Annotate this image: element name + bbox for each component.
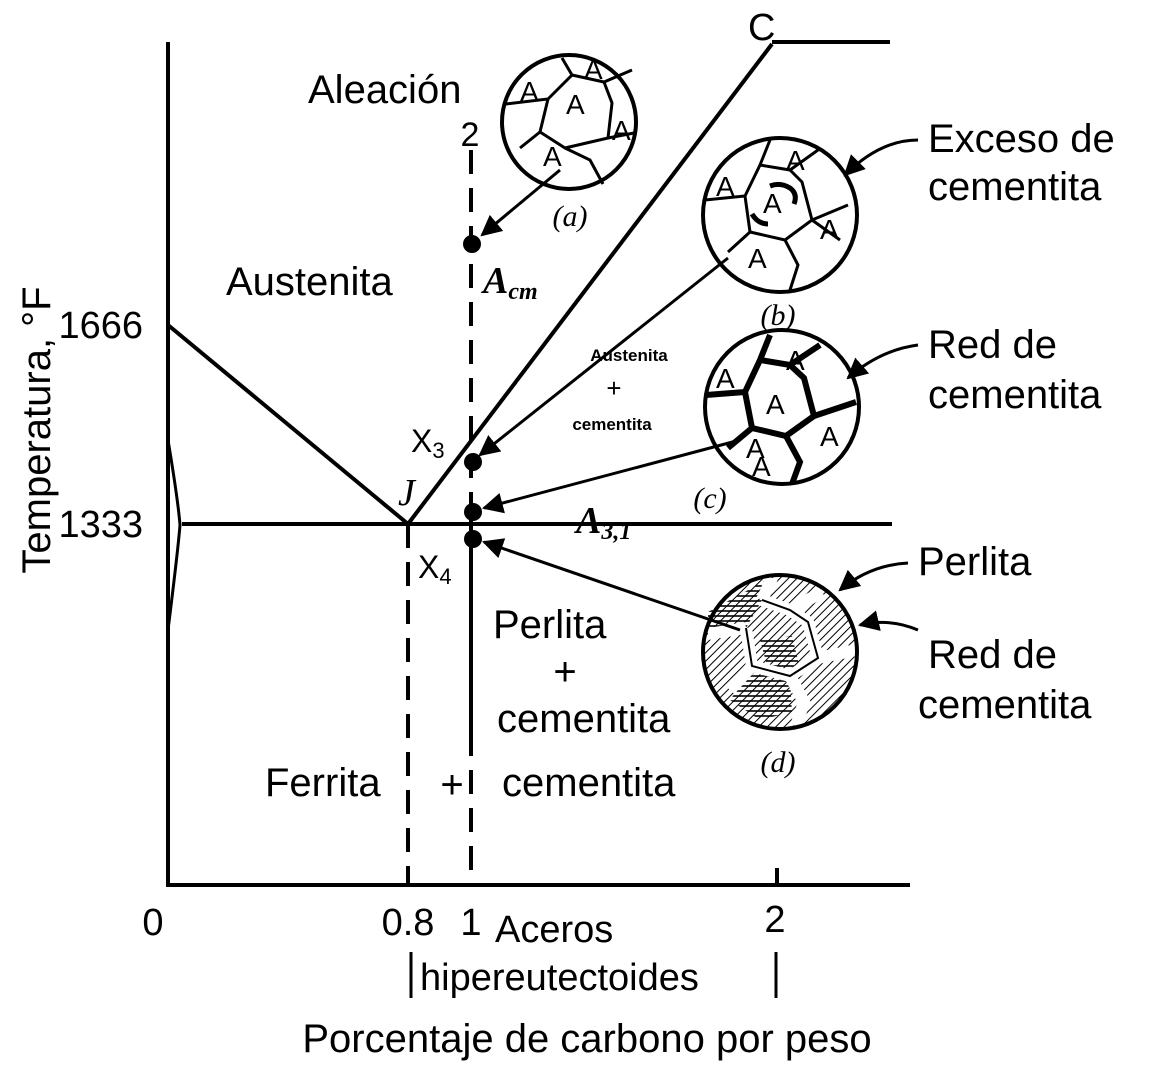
region-ferrita: Ferrita <box>265 761 381 805</box>
grain-a-3: A <box>566 89 585 120</box>
x-tick-label-1: 1 <box>460 902 481 944</box>
label-a31: A3,1 <box>574 500 631 545</box>
micrograph-a: A A A A A (a) <box>480 53 638 237</box>
hyper-note-line1: Aceros <box>495 909 613 951</box>
x-axis-title: Porcentaje de carbono por peso <box>302 1017 871 1061</box>
label-x3: X3 <box>411 423 445 463</box>
acm-line <box>406 42 774 526</box>
caption-d: (d) <box>761 746 796 779</box>
grain-b-2: A <box>786 145 805 176</box>
callout-red-c-2: cementita <box>928 373 1102 417</box>
y-axis-title: Temperatura, °F <box>15 286 59 573</box>
micrograph-d: (d) <box>482 538 859 779</box>
label-acm: Acm <box>481 260 538 305</box>
grain-c-2: A <box>786 345 805 376</box>
callout-exceso-arrow <box>843 138 919 177</box>
label-j: J <box>398 472 417 514</box>
caption-b: (b) <box>761 299 796 332</box>
caption-a: (a) <box>553 200 588 233</box>
callout-exceso-1: Exceso de <box>928 117 1115 161</box>
micrograph-c: A A A A A A (c) <box>481 328 861 515</box>
x-tick-label-0.8: 0.8 <box>382 902 435 944</box>
grain-b-4: A <box>820 214 839 245</box>
region-aust-cem-1: Austenita <box>590 346 668 365</box>
callout-red-c-arrow <box>846 343 919 380</box>
region-plus-1: + <box>553 650 576 694</box>
y-tick-label-1666: 1666 <box>58 305 143 347</box>
grain-a-4: A <box>612 115 631 146</box>
point-c <box>464 503 482 521</box>
grain-b-3: A <box>763 188 782 219</box>
grain-c-4: A <box>820 421 839 452</box>
region-austenita: Austenita <box>226 260 394 304</box>
point-a <box>463 235 481 253</box>
micrograph-b: A A A A A (b) <box>478 136 859 457</box>
alloy-number: 2 <box>461 116 480 154</box>
region-aust-cem-plus: + <box>606 373 621 403</box>
arrow-d <box>482 538 741 632</box>
hyper-note-line2: hipereutectoides <box>420 957 699 999</box>
arrow-a <box>480 168 561 237</box>
grain-c-1: A <box>716 363 735 394</box>
callout-perlita: Perlita <box>918 540 1032 584</box>
x-tick-label-0: 0 <box>142 902 163 944</box>
y-tick-label-1333: 1333 <box>58 504 143 546</box>
callout-red-d-arrow <box>857 610 919 632</box>
grain-b-1: A <box>716 171 735 202</box>
region-aust-cem-2: cementita <box>572 415 652 434</box>
callout-red-c-1: Red de <box>928 323 1057 367</box>
grain-c-6: A <box>752 451 771 482</box>
region-plus-2: + <box>440 763 463 807</box>
callout-perlita-arrow <box>838 561 909 592</box>
region-perlita: Perlita <box>493 603 607 647</box>
callout-exceso-2: cementita <box>928 165 1102 209</box>
label-x4: X4 <box>418 549 452 589</box>
a3-line <box>166 323 410 526</box>
point-x4 <box>464 530 482 548</box>
region-cementita-2: cementita <box>502 761 676 805</box>
region-cementita-1: cementita <box>497 697 671 741</box>
point-x3 <box>464 453 482 471</box>
label-c: C <box>748 7 775 49</box>
grain-a-5: A <box>543 141 562 172</box>
alloy-label: Aleación <box>308 68 461 112</box>
iron-bracket <box>166 439 182 631</box>
x-tick-label-2: 2 <box>764 899 785 941</box>
callout-red-d-1: Red de <box>928 633 1057 677</box>
caption-c: (c) <box>693 482 726 515</box>
callout-red-d-2: cementita <box>918 683 1092 727</box>
grain-c-3: A <box>766 389 785 420</box>
grain-a-1: A <box>520 76 539 107</box>
grain-a-2: A <box>584 54 603 85</box>
grain-c-5: A <box>746 433 765 464</box>
arrow-b <box>478 256 729 457</box>
grain-b-5: A <box>748 243 767 274</box>
arrow-c <box>481 438 741 514</box>
